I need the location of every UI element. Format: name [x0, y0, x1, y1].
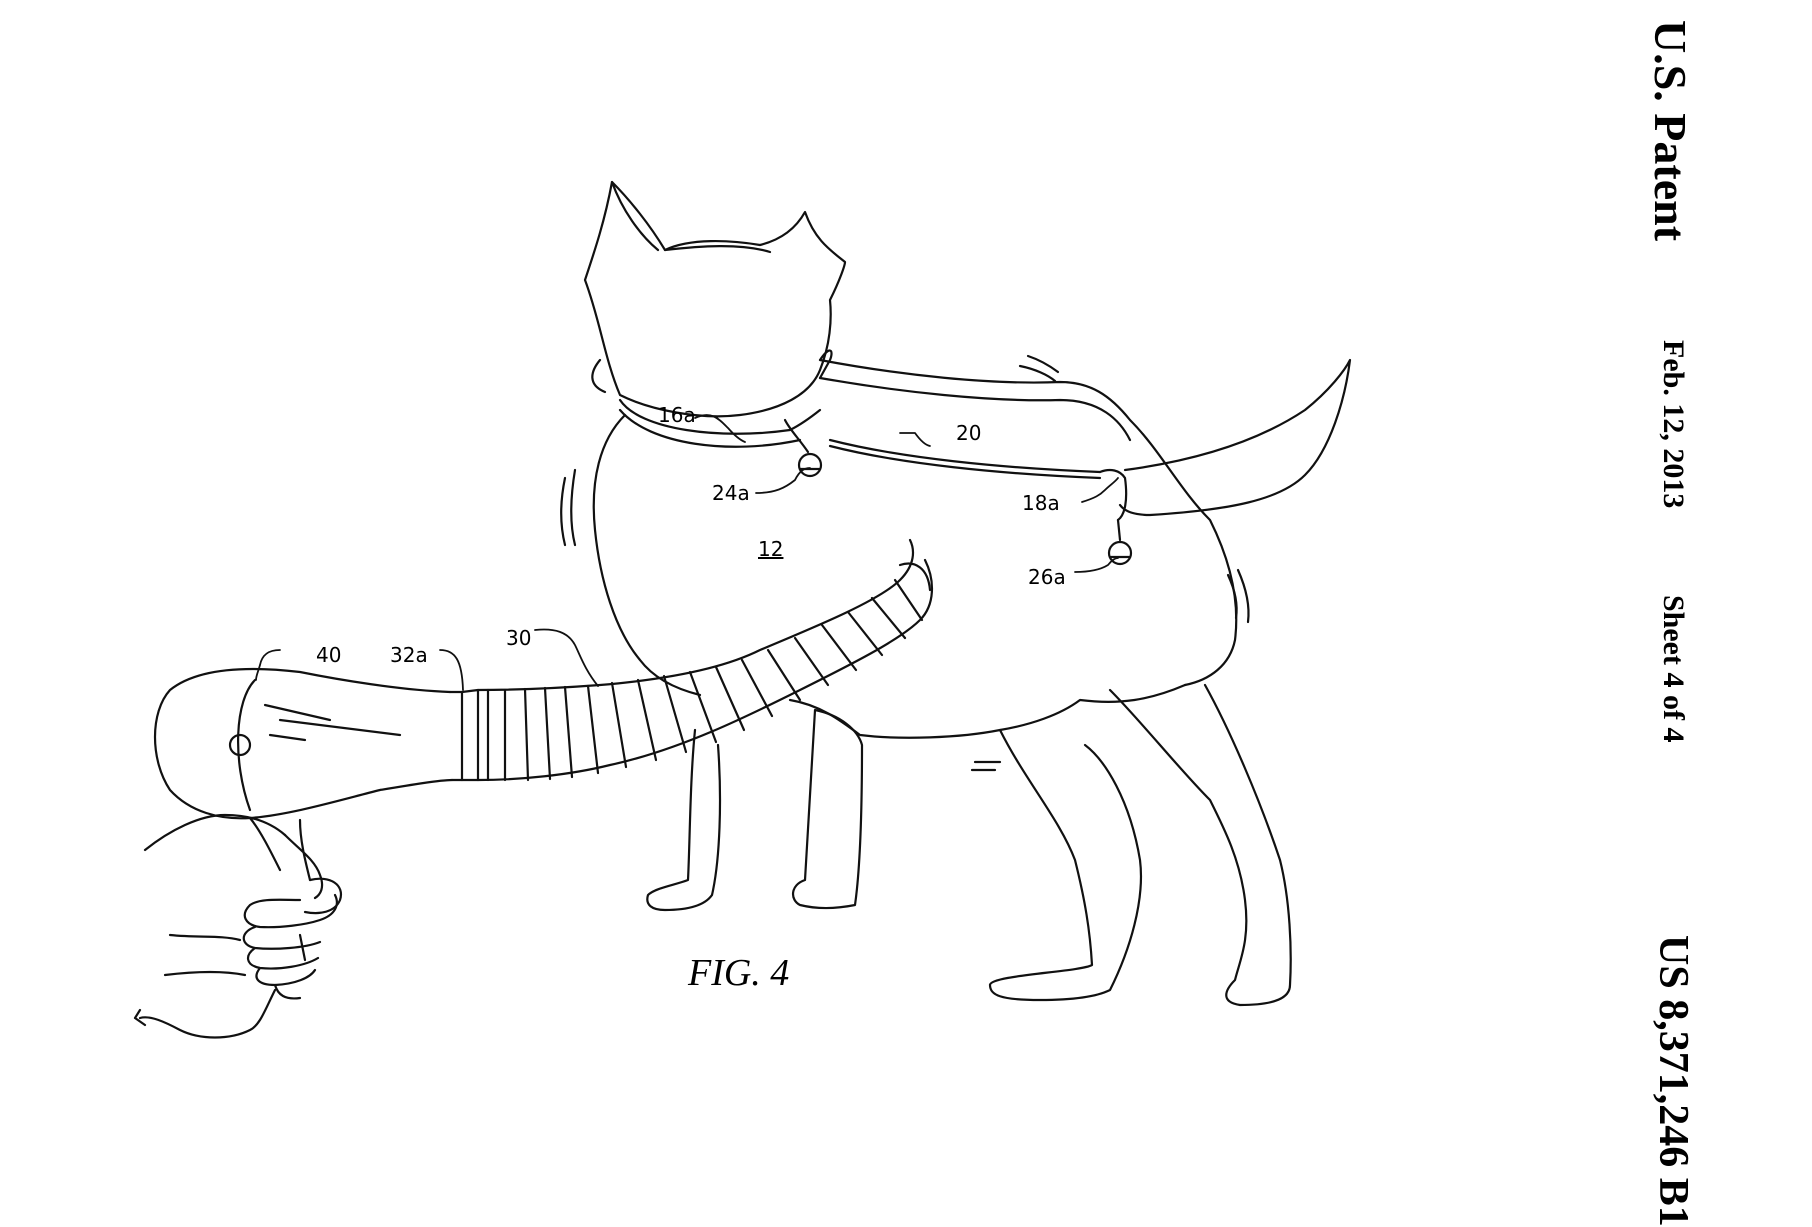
- label-18a: 18a: [1022, 491, 1060, 515]
- dog-head: [583, 180, 847, 418]
- label-24a: 24a: [712, 481, 750, 505]
- label-20: 20: [956, 421, 981, 445]
- patent-header-date: Feb. 12, 2013: [1657, 340, 1690, 509]
- label-26a: 26a: [1028, 565, 1066, 589]
- coat-closure-strip: [828, 438, 1102, 480]
- bell-26a: [1107, 518, 1133, 566]
- hand: [133, 813, 343, 1039]
- label-12: 12: [758, 537, 783, 561]
- patent-header-title: U.S. Patent: [1645, 20, 1696, 242]
- tail-strap: [1098, 468, 1128, 522]
- hair-dryer: [154, 667, 480, 882]
- label-40: 40: [316, 643, 341, 667]
- patent-header-number: US 8,371,246 B1: [1650, 935, 1696, 1227]
- reference-numerals: 16a 20 24a 18a 12 26a 30 32a 40: [316, 403, 1066, 667]
- bell-24a: [783, 418, 823, 478]
- patent-header-sheet: Sheet 4 of 4: [1657, 595, 1690, 743]
- figure-caption: FIG. 4: [687, 952, 789, 994]
- label-30: 30: [506, 626, 531, 650]
- label-32a: 32a: [390, 643, 428, 667]
- dog-tail: [1118, 358, 1352, 517]
- leader-lines: [255, 414, 1119, 691]
- dog-legs: [646, 683, 1292, 1007]
- label-16a: 16a: [658, 403, 696, 427]
- flexible-hose: [476, 538, 934, 782]
